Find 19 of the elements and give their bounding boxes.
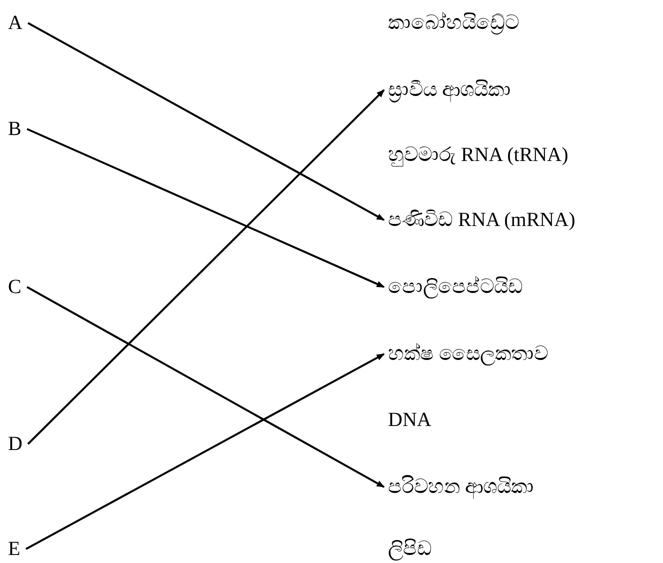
arrow [26,128,385,288]
answer-label: හුවමාරු RNA (tRNA) [388,143,568,167]
arrow [28,22,385,221]
answer-label: B [8,117,22,141]
arrow [27,89,385,445]
arrow [26,353,385,550]
answer-label: C [8,275,22,299]
answer-label: DNA [388,408,432,432]
answer-label: පරිවහන ආශයිකා [388,475,534,499]
answer-label: D [8,432,22,456]
answer-label: E [8,537,20,561]
answer-label: හක්ෂ සෛලකතාව [388,342,548,366]
arrow [26,286,385,488]
answer-label: පණිවිඩ RNA (mRNA) [388,208,576,232]
answer-label: A [8,11,22,35]
answer-label: ස්‍රාවීය ආශයිකා [388,78,511,102]
answer-label: කාබෝහයිඩ්‍රේට [388,11,519,35]
answer-label: පොලිපෙප්ටයිඩ [388,275,523,299]
answer-label: ලිපිඩ [388,537,432,561]
